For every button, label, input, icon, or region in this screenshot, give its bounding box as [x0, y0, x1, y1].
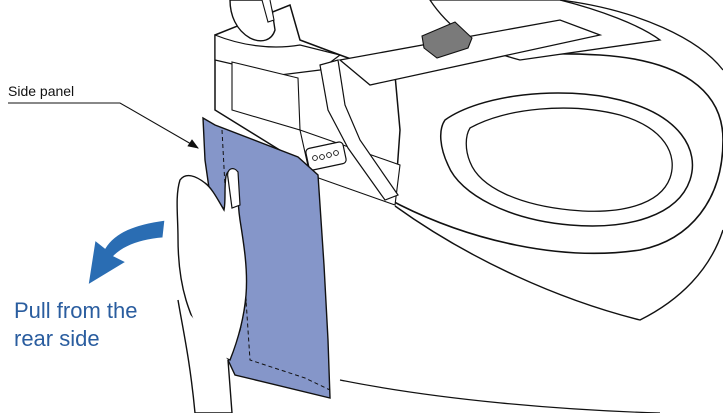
leader-arrowhead — [188, 140, 198, 148]
curved-arrow-icon — [88, 220, 165, 285]
side-panel-label: Side panel — [8, 83, 74, 99]
pull-instruction-line1: Pull from the — [14, 297, 138, 325]
pull-instruction: Pull from the rear side — [14, 297, 138, 353]
side-panel-leader-line — [8, 103, 198, 148]
pull-instruction-line2: rear side — [14, 325, 138, 353]
